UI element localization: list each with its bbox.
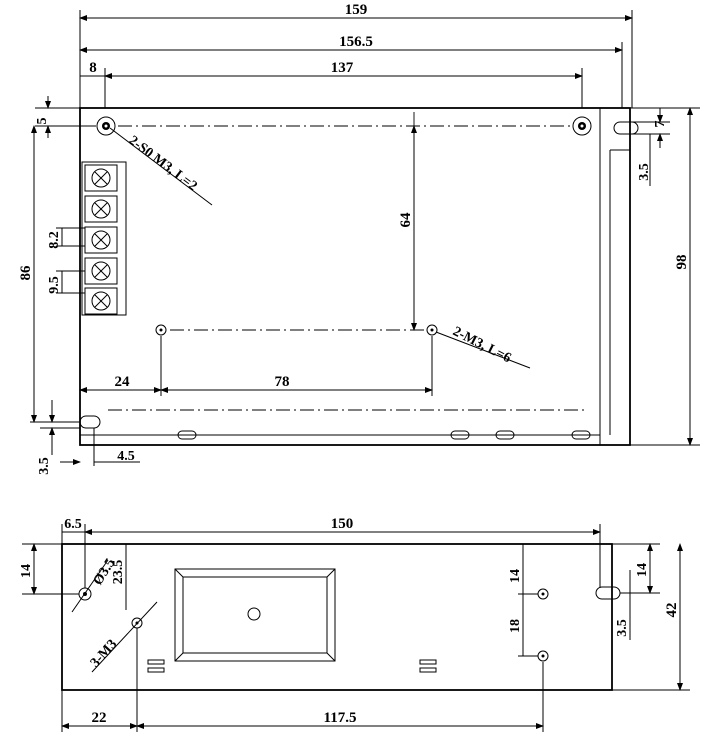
dim-bottom-slot-horiz: 4.5 <box>117 449 135 464</box>
dim-right-vert1: 14 <box>508 569 523 583</box>
dim-left-vert: 14 <box>19 564 34 578</box>
window-bevel <box>174 652 184 662</box>
dim-top-hole-vert: 5 <box>35 118 50 125</box>
dim-bottom-slot-vert: 3.5 <box>37 457 52 475</box>
window-bevel <box>326 652 336 662</box>
dim-height: 98 <box>674 255 690 270</box>
dim-right-slot-vert: 14 <box>635 563 650 577</box>
dim-bottom-left: 22 <box>92 710 107 726</box>
dim-width: 150 <box>331 516 354 532</box>
bottom-left-slot <box>79 415 101 429</box>
window-bevel <box>326 568 336 578</box>
dim-hole-spacing: 137 <box>331 60 354 76</box>
dim-slot-right: 3.5 <box>637 163 652 181</box>
dim-height-inner: 86 <box>18 265 34 281</box>
dim-height-side: 42 <box>664 603 680 618</box>
terminal-1 <box>84 164 118 192</box>
leader-center-holes <box>435 331 531 369</box>
leader-diameter <box>71 559 109 613</box>
dim-width-inner: 156.5 <box>339 34 373 50</box>
vent-slot <box>147 667 165 673</box>
label-holes: 3-M3 <box>88 637 120 671</box>
side-right-slot <box>595 586 621 600</box>
vent-slot <box>419 659 437 665</box>
side-view: 6.5 150 14 Ø3.5 23.5 3-M3 14 18 14 3.5 4… <box>19 516 690 732</box>
side-view-outline <box>61 543 613 691</box>
bottom-slot <box>495 430 515 440</box>
center-right-mount-hole <box>426 324 438 336</box>
terminal-3 <box>84 226 118 254</box>
terminal-5 <box>84 287 118 315</box>
dim-left-offset: 6.5 <box>64 517 82 532</box>
dim-terminal-pitch: 8.2 <box>47 231 62 249</box>
leader-top-holes <box>109 127 213 206</box>
window-bevel <box>174 568 184 578</box>
dim-slot-width: 7 <box>653 121 668 128</box>
dim-right-vert2: 18 <box>508 619 523 633</box>
dim-bottom-main: 117.5 <box>324 710 357 726</box>
window-center-hole <box>247 607 261 621</box>
side-right-hole-bottom <box>537 650 549 662</box>
label-center-holes: 2-M3, L=6 <box>450 324 513 366</box>
label-top-holes: 2-S0 M3, L=2 <box>126 133 200 194</box>
terminal-2 <box>84 195 118 223</box>
top-left-mount-hole <box>96 116 116 136</box>
bottom-slot <box>450 430 470 440</box>
dim-left-vert2: 23.5 <box>111 560 126 585</box>
terminal-4 <box>84 257 118 285</box>
top-right-mount-hole <box>572 116 592 136</box>
terminal-block <box>81 161 127 316</box>
top-view: 159 156.5 137 8 2-S0 M3, L=2 5 <box>18 2 700 475</box>
top-view-right-flange <box>599 107 631 446</box>
center-left-mount-hole <box>155 324 167 336</box>
side-right-hole-top <box>537 588 549 600</box>
dim-left-x: 24 <box>115 374 131 390</box>
right-top-slot <box>613 121 639 135</box>
dim-overall-width: 159 <box>345 2 368 18</box>
vent-slot <box>147 659 165 665</box>
dim-center-x: 78 <box>275 374 290 390</box>
window-inner <box>182 576 328 654</box>
dim-terminal-pitch2: 9.5 <box>47 276 62 294</box>
bottom-slot <box>571 430 591 440</box>
dim-center-vert: 64 <box>398 212 414 228</box>
window-outer <box>174 568 336 662</box>
bottom-slot <box>177 430 197 440</box>
dim-right-slot-small: 3.5 <box>615 619 630 637</box>
vent-slot <box>419 667 437 673</box>
dim-hole-offset: 8 <box>89 60 97 76</box>
leader-3m3 <box>91 601 158 673</box>
